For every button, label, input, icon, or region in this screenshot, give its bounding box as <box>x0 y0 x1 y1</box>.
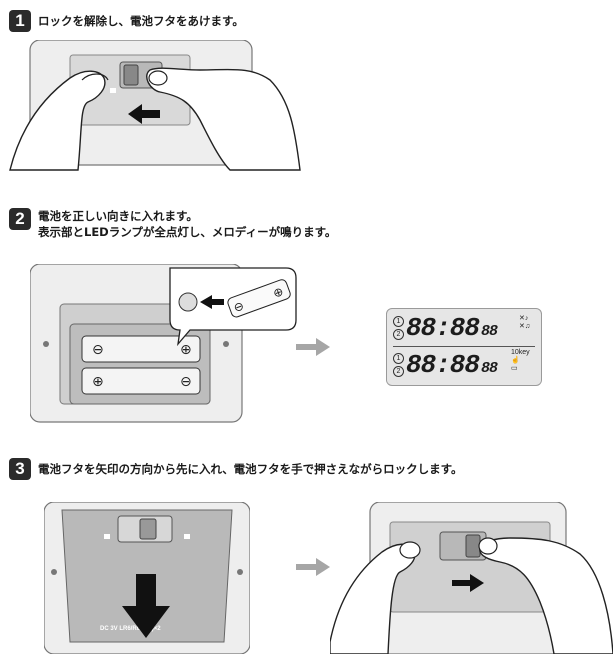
plus-icon: ⊕ <box>180 342 192 358</box>
plus-icon: ⊕ <box>271 284 285 301</box>
step-3-cover-illustration: DC 3V LR6/R6, AA)×2 <box>44 502 250 654</box>
step-3-badge: 3 <box>9 458 31 480</box>
lcd-small-digits-1: 88 <box>481 322 498 340</box>
circle-label-1b: 1 <box>393 353 404 364</box>
step-2-battery-illustration: ⊖ ⊕ ⊕ ⊖ ⊖ ⊕ <box>30 264 297 423</box>
bell-icon: ✕♪ <box>519 315 529 322</box>
minus-icon: ⊖ <box>180 374 192 390</box>
mute-icon: ✕♫ <box>519 323 531 330</box>
screw-icon <box>43 341 49 347</box>
unlock-icon <box>104 534 110 539</box>
lcd-big-digits-1: 88:88 <box>406 313 480 343</box>
battery-cover-label: DC 3V LR6/R6, AA)×2 <box>100 626 161 632</box>
lcd-small-digits-2: 88 <box>481 359 498 377</box>
lcd-big-digits-2: 88:88 <box>406 350 480 380</box>
plus-icon: ⊕ <box>92 374 104 390</box>
battery-top: ⊖ ⊕ <box>81 335 201 363</box>
screw-icon <box>223 341 229 347</box>
arrow-down-icon <box>122 574 170 638</box>
arrow-right-icon <box>296 558 330 576</box>
minus-icon: ⊖ <box>92 342 104 358</box>
circle-label-1: 1 <box>393 316 404 327</box>
lcd-divider <box>393 346 535 347</box>
circle-label-2: 2 <box>393 329 404 340</box>
circle-label-2b: 2 <box>393 366 404 377</box>
screw-icon <box>237 569 243 575</box>
lock-icon <box>184 534 190 539</box>
lcd-display: 1 2 88:88 88 ✕♪ ✕♫ 1 2 88:88 88 10key ☝ … <box>386 308 542 386</box>
lcd-row-2: 1 2 88:88 88 <box>393 350 498 380</box>
hand-icon: ☝ <box>511 357 520 364</box>
step-2-text-line-2: 表示部とLEDランプが全点灯し、メロディーが鳴ります。 <box>38 225 337 239</box>
lcd-status-icons-1: ✕♪ ✕♫ <box>519 315 530 331</box>
step-2-text-line-1: 電池を正しい向きに入れます。 <box>38 209 198 223</box>
step-2-badge: 2 <box>9 208 31 230</box>
step-1-text: ロックを解除し、電池フタをあけます。 <box>38 14 244 28</box>
lcd-row-1: 1 2 88:88 88 <box>393 313 498 343</box>
key-label: 10key <box>511 349 530 356</box>
battery-icon: ▭ <box>511 365 518 372</box>
step-1-badge: 1 <box>9 10 31 32</box>
arrow-left-icon <box>128 104 160 124</box>
unlock-icon <box>110 88 116 93</box>
arrow-right-icon <box>452 574 484 592</box>
step-1-illustration <box>9 40 301 171</box>
minus-icon: ⊖ <box>232 298 246 315</box>
arrow-right-icon <box>296 338 330 356</box>
step-3-lock-illustration <box>330 502 613 654</box>
screw-icon <box>51 569 57 575</box>
lcd-status-icons-2: 10key ☝ ▭ <box>511 349 530 373</box>
step-3-text: 電池フタを矢印の方向から先に入れ、電池フタを手で押さえながらロックします。 <box>38 462 463 476</box>
battery-bottom: ⊕ ⊖ <box>81 367 201 395</box>
arrow-left-icon <box>200 295 224 309</box>
